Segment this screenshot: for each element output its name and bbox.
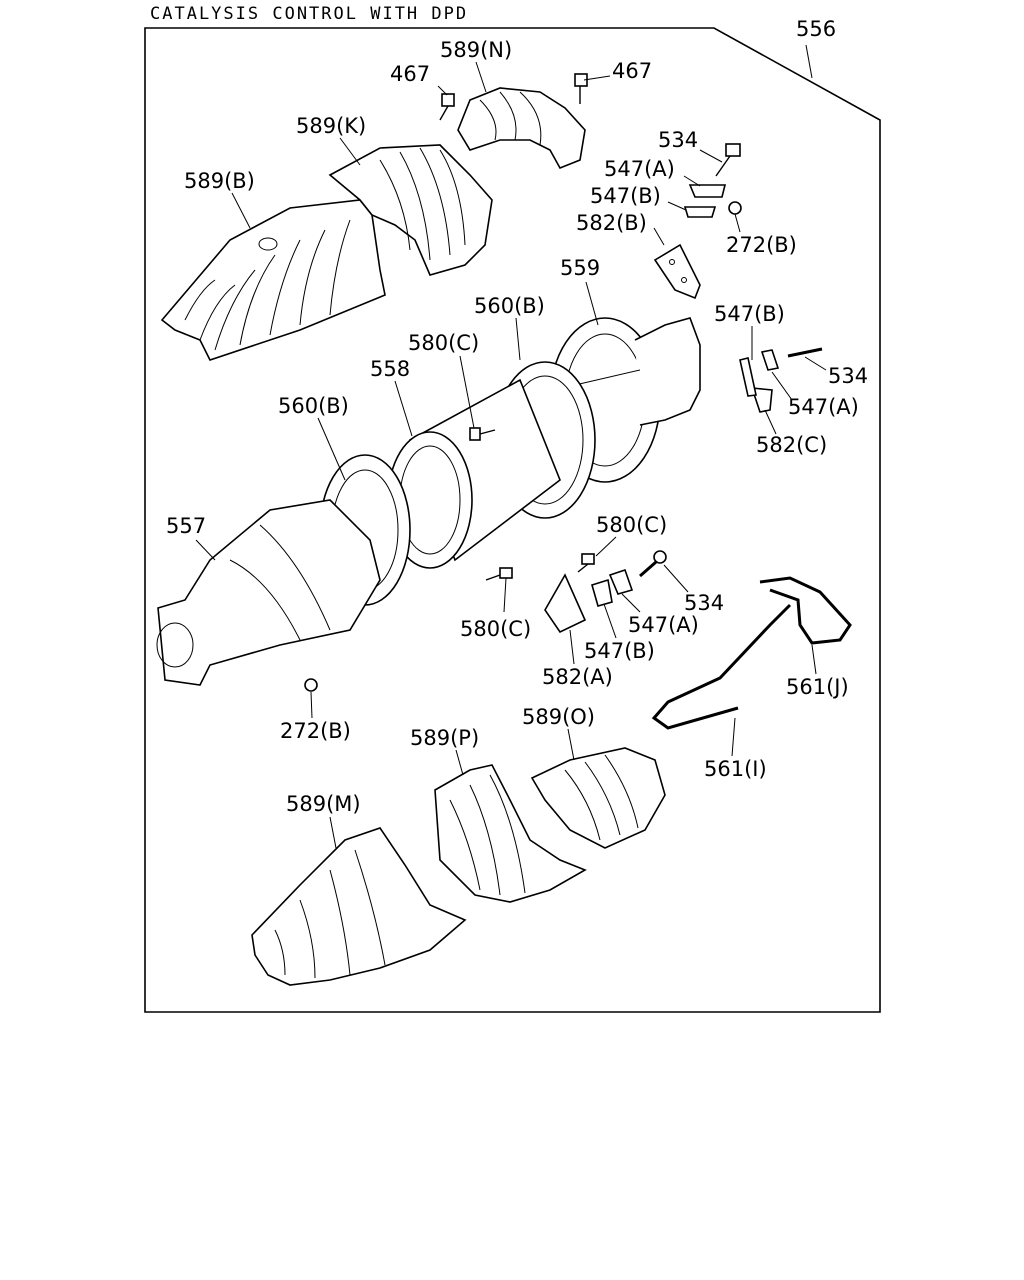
callout-589K: 589(K) [296,114,366,138]
callout-547A-top: 547(A) [604,157,675,181]
callout-582C: 582(C) [756,433,827,457]
heat-shield-589B[interactable] [160,199,386,361]
callout-534-lower: 534 [684,591,724,615]
pipe-561I[interactable] [651,603,792,730]
callout-467-left: 467 [390,62,430,86]
callout-557: 557 [166,514,206,538]
clamp-547B-top[interactable] [683,206,717,218]
page-title: CATALYSIS CONTROL WITH DPD [150,4,469,24]
callout-547B-lower: 547(B) [584,639,655,663]
callout-580C-upper: 580(C) [408,331,479,355]
callout-589N: 589(N) [440,38,512,62]
callout-589O: 589(O) [522,705,595,729]
bolt-467-right[interactable] [574,73,588,104]
callout-leaders [195,61,827,849]
heat-shield-589P[interactable] [434,764,587,903]
inlet-cone-557[interactable] [156,499,381,686]
nut-272B-lower[interactable] [304,678,318,692]
nut-272B-top[interactable] [728,201,742,215]
callout-561J: 561(J) [786,675,849,699]
clamp-547A-right[interactable] [760,349,780,371]
callout-547B-right: 547(B) [714,302,785,326]
pipe-561J[interactable] [759,576,852,645]
bracket-582A[interactable] [544,573,587,634]
bracket-582B[interactable] [653,243,701,300]
bolt-580C-lower-left[interactable] [485,567,513,581]
heat-shield-589N[interactable] [457,87,586,170]
callout-534-top: 534 [658,128,698,152]
callout-547A-right: 547(A) [788,395,859,419]
heat-shield-589O[interactable] [530,747,666,849]
callout-272B-top: 272(B) [726,233,797,257]
callout-582B: 582(B) [576,211,647,235]
callout-272B-lower: 272(B) [280,719,351,743]
bolt-580C-upper[interactable] [469,427,496,441]
callout-589M: 589(M) [286,792,361,816]
bolt-580C-lower-right[interactable] [577,553,595,573]
leader-556 [805,44,813,79]
callout-589P: 589(P) [410,726,479,750]
clamp-547A-top[interactable] [688,184,727,198]
clamp-547B-right[interactable] [739,357,757,397]
callout-556: 556 [796,17,836,41]
callout-559: 559 [560,256,600,280]
callout-558: 558 [370,357,410,381]
callout-560B-lower: 560(B) [278,394,349,418]
callout-580C-lower-left: 580(C) [460,617,531,641]
bolt-467-left[interactable] [439,93,455,121]
callout-561I: 561(I) [704,757,767,781]
callout-589B: 589(B) [184,169,255,193]
callout-534-right: 534 [828,364,868,388]
bolt-534-right[interactable] [787,347,823,358]
bolt-534-lower[interactable] [639,550,667,578]
callout-467-right: 467 [612,59,652,83]
callout-547A-lower: 547(A) [628,613,699,637]
heat-shield-589K[interactable] [328,144,493,276]
heat-shield-589M[interactable] [251,827,467,986]
bracket-582C[interactable] [750,387,773,413]
diagram-frame [144,27,881,1013]
callout-582A: 582(A) [542,665,613,689]
clamp-547A-lower[interactable] [608,568,634,595]
callout-560B-upper: 560(B) [474,294,545,318]
callout-547B-top: 547(B) [590,184,661,208]
bolt-534-top[interactable] [715,143,741,177]
callout-580C-lower-right: 580(C) [596,513,667,537]
clamp-547B-lower[interactable] [591,578,613,607]
